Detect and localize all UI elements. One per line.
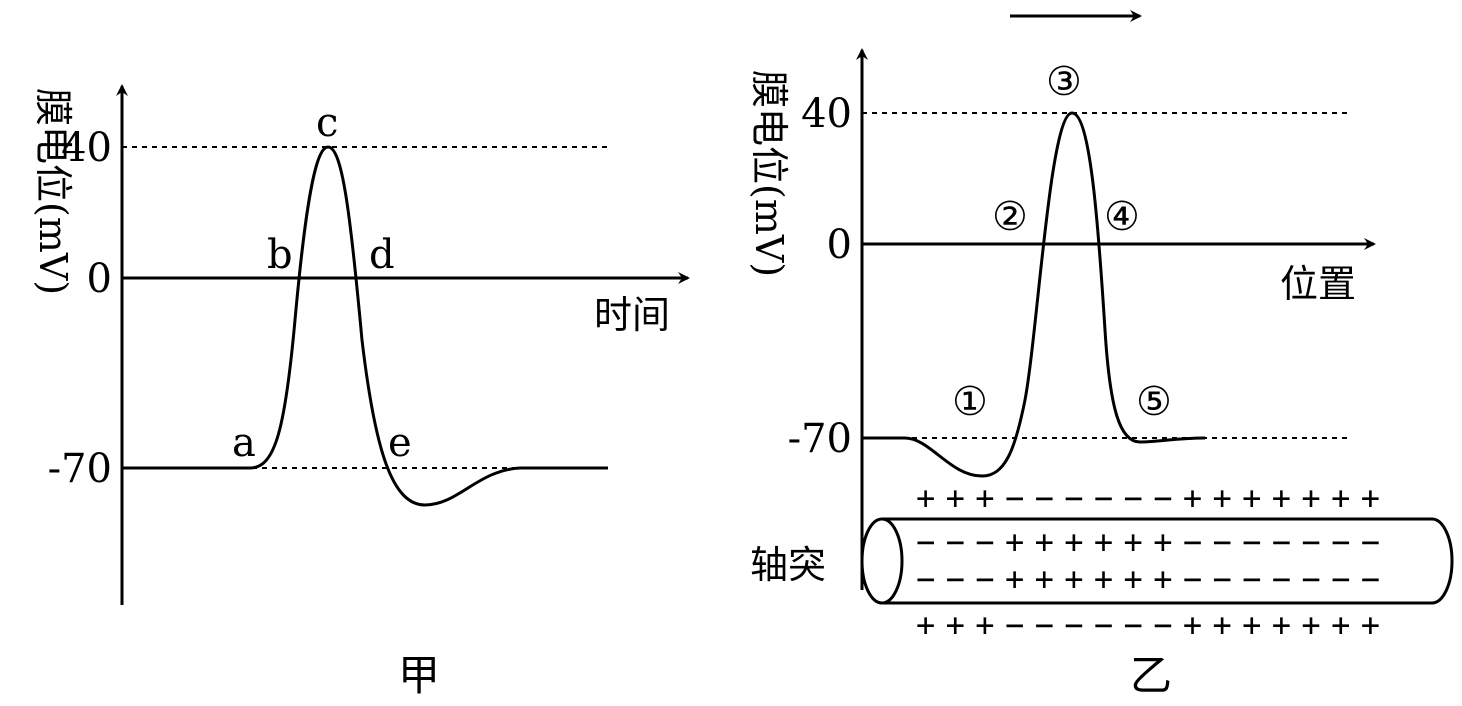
left-tick-0: 0: [87, 256, 112, 302]
axon: [860, 517, 1454, 605]
right-action-potential-curve: [862, 111, 1206, 478]
left-point-b: b: [267, 232, 293, 278]
left-point-c: c: [316, 100, 338, 146]
left-x-axis-label: 时间: [594, 293, 670, 337]
right-panel: 40 0 -70 膜电位(mV) 位置 ① ② ③ ④ ⑤ +++−−−−−−+…: [747, 10, 1454, 700]
right-tick-0: 0: [827, 222, 852, 268]
left-tick-neg70: -70: [48, 446, 112, 492]
right-tick-neg70: -70: [788, 416, 852, 462]
right-tick-40: 40: [801, 91, 852, 137]
left-point-a: a: [232, 420, 256, 466]
left-caption: 甲: [398, 651, 440, 700]
charges-outer-bottom: +++−−−−−−+++++++: [916, 606, 1380, 644]
axon-label: 轴突: [750, 543, 826, 587]
axon-end: [860, 517, 904, 605]
right-point-2: ②: [992, 194, 1028, 240]
right-point-5: ⑤: [1136, 379, 1172, 425]
left-tick-40: 40: [61, 125, 112, 171]
right-caption: 乙: [1130, 651, 1172, 700]
left-y-axis-label: 膜电位(mV): [31, 88, 75, 295]
right-y-axis-label: 膜电位(mV): [747, 70, 791, 277]
left-point-d: d: [369, 232, 395, 278]
right-point-1: ①: [952, 379, 988, 425]
right-x-axis-label: 位置: [1280, 262, 1356, 306]
left-point-e: e: [388, 420, 412, 466]
left-action-potential-curve: [122, 145, 608, 507]
right-point-3: ③: [1046, 59, 1082, 105]
left-panel: 40 0 -70 膜电位(mV) 时间 a b c d e 甲: [31, 84, 690, 700]
axon-body: [882, 517, 1454, 605]
right-point-4: ④: [1104, 194, 1140, 240]
charges-outer-top: +++−−−−−−+++++++: [916, 479, 1380, 517]
